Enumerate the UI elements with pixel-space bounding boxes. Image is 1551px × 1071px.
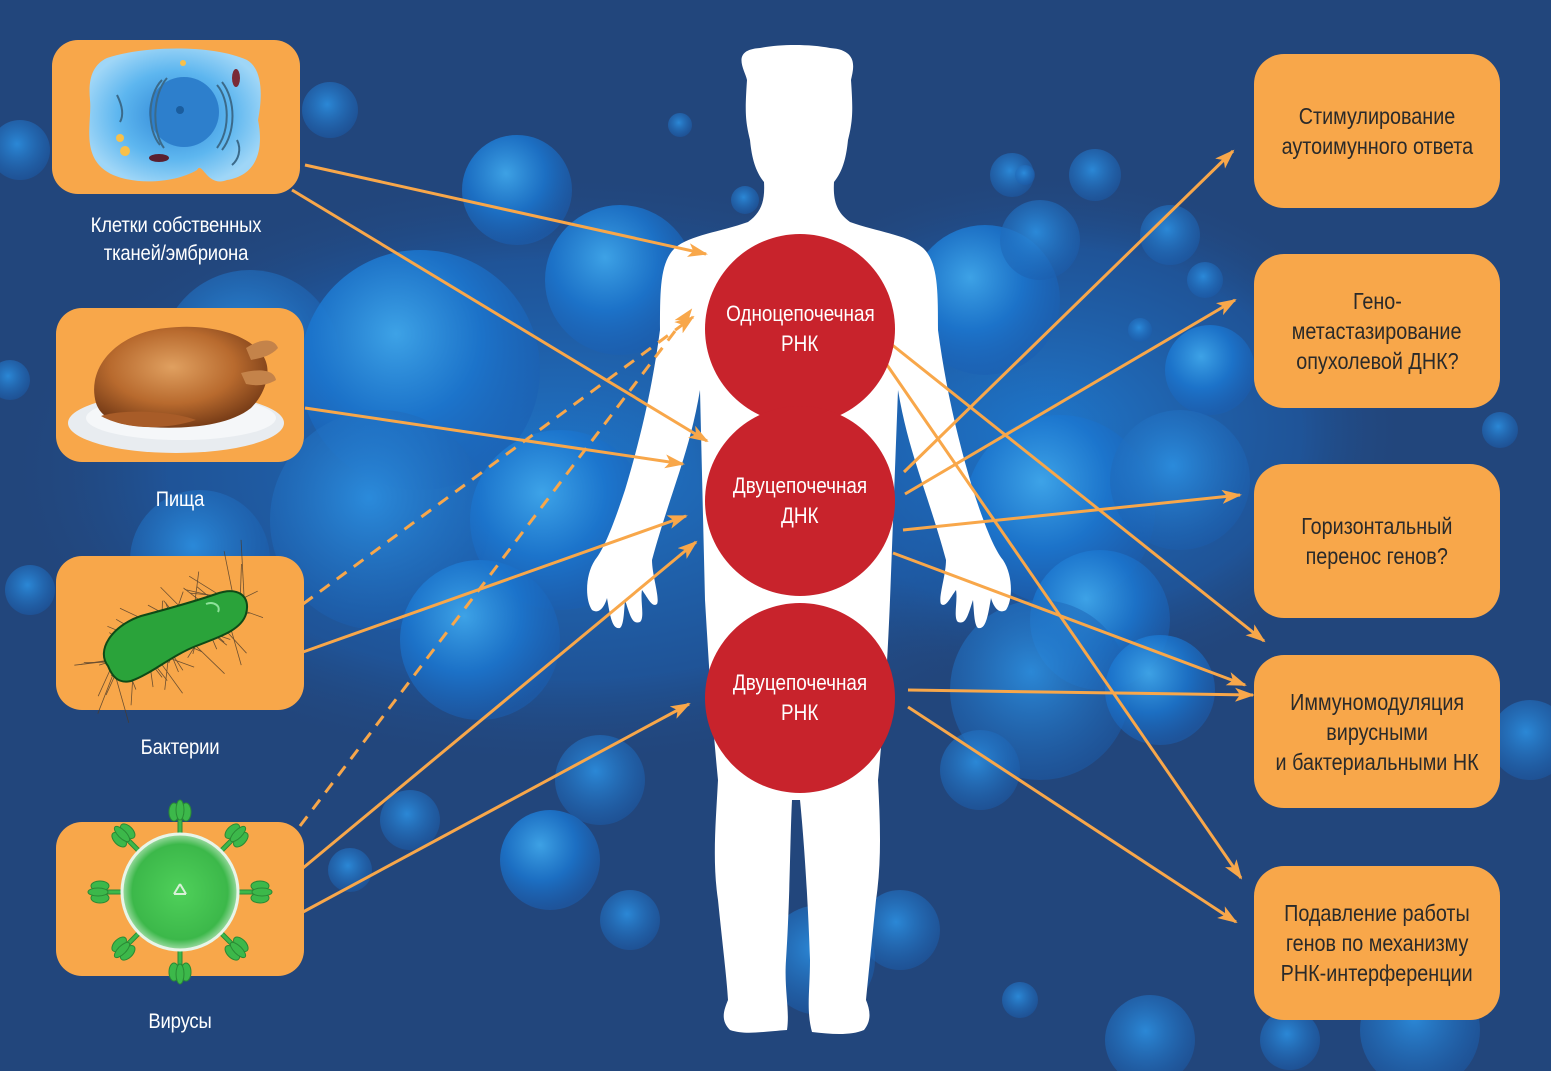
outcome-label-line: вирусными: [1326, 717, 1428, 747]
outcome-label-line: и бактериальными НК: [1275, 747, 1478, 777]
source-label-line: Вирусы: [71, 1008, 289, 1036]
outcome-label-line: РНК-интерференции: [1281, 958, 1473, 988]
source-label-line: Клетки собственных: [67, 212, 285, 240]
virus-spike: [169, 950, 191, 984]
outcome-label-line: Подавление работы: [1284, 898, 1470, 928]
node-label-line: РНК: [781, 329, 818, 359]
source-box-viruses[interactable]: [56, 822, 304, 976]
bacterium-hair: [98, 668, 111, 696]
outcome-label-line: аутоимунного ответа: [1281, 131, 1472, 161]
node-single-stranded-rna[interactable]: Одноцепочечная РНК: [705, 234, 895, 424]
source-box-bacteria[interactable]: [56, 556, 304, 710]
outcome-box-autoimmune[interactable]: Стимулирование аутоимунного ответа: [1254, 54, 1500, 208]
node-label-line: Двуцепочечная: [733, 668, 867, 698]
source-label-viruses: Вирусы: [71, 1008, 289, 1036]
node-double-stranded-dna[interactable]: Двуцепочечная ДНК: [705, 406, 895, 596]
outcome-box-immunomodulation[interactable]: Иммуномодуляция вирусными и бактериальны…: [1254, 655, 1500, 808]
bacterium-icon: [56, 556, 304, 710]
outcome-label-line: перенос генов?: [1306, 541, 1448, 571]
roast-chicken-icon: [56, 308, 304, 462]
outcome-box-genometastasis[interactable]: Гено- метастазирование опухолевой ДНК?: [1254, 254, 1500, 408]
virus-spike: [88, 881, 122, 903]
outcome-label-line: Стимулирование: [1299, 101, 1456, 131]
node-label-line: РНК: [781, 698, 818, 728]
outcome-label-line: опухолевой ДНК?: [1296, 346, 1458, 376]
outcome-box-rna-interference[interactable]: Подавление работы генов по механизму РНК…: [1254, 866, 1500, 1020]
source-label-cells: Клетки собственных тканей/эмбриона: [67, 212, 285, 268]
source-label-food: Пища: [71, 486, 289, 514]
source-label-line: Бактерии: [71, 734, 289, 762]
node-label-line: ДНК: [781, 501, 819, 531]
node-label-line: Одноцепочечная: [726, 299, 875, 329]
outcome-label-line: Горизонтальный: [1301, 511, 1452, 541]
outcome-label-line: метастазирование: [1292, 316, 1462, 346]
source-label-line: тканей/эмбриона: [67, 240, 285, 268]
node-label-line: Двуцепочечная: [733, 471, 867, 501]
virus-icon: [56, 822, 304, 976]
source-label-bacteria: Бактерии: [71, 734, 289, 762]
source-box-food[interactable]: [56, 308, 304, 462]
virus-spike: [238, 881, 272, 903]
virus-spike: [169, 800, 191, 834]
outcome-label-line: Гено-: [1353, 286, 1402, 316]
cell-icon: [52, 40, 300, 194]
outcome-label-line: Иммуномодуляция: [1290, 687, 1464, 717]
outcome-box-horizontal-gene-transfer[interactable]: Горизонтальный перенос генов?: [1254, 464, 1500, 618]
outcome-label-line: генов по механизму: [1286, 928, 1469, 958]
node-double-stranded-rna[interactable]: Двуцепочечная РНК: [705, 603, 895, 793]
source-box-cells[interactable]: [52, 40, 300, 194]
source-label-line: Пища: [71, 486, 289, 514]
